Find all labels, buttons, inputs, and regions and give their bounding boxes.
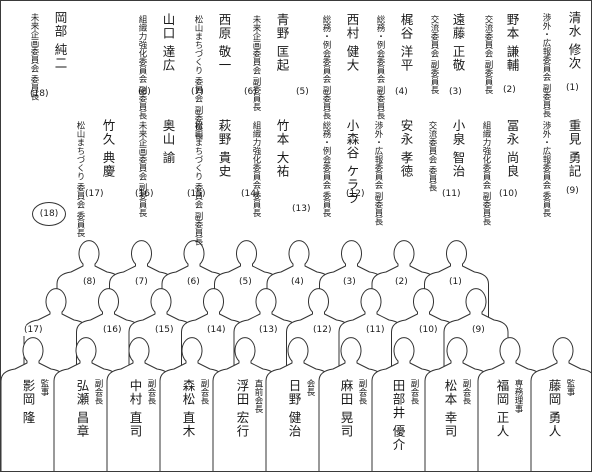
roster-4-name: 梶谷 洋平 bbox=[399, 13, 412, 72]
front-name-7: 浮田 宏行 bbox=[235, 379, 248, 438]
roster-6-name: 青野 匡起 bbox=[275, 13, 288, 72]
roster-2-name: 野本 謙輔 bbox=[505, 13, 518, 72]
roster-1-number: (1) bbox=[566, 83, 579, 93]
circled-position-18: (18) bbox=[32, 202, 66, 226]
roster-2-number: (2) bbox=[503, 85, 516, 95]
middle-row-label-16: (16) bbox=[102, 325, 122, 336]
roster-4-number: (4) bbox=[395, 87, 408, 97]
front-role-10: 副会長 bbox=[93, 379, 103, 405]
roster-4-role: 総務・例会委員会 副委員長 bbox=[375, 15, 385, 125]
roster-14-number: (14) bbox=[241, 189, 259, 199]
roster-18-role: 未来企画委員会 委員長 bbox=[29, 13, 39, 123]
middle-row-label-17: (17) bbox=[23, 325, 43, 336]
front-name-5: 麻田 晃司 bbox=[339, 379, 352, 438]
front-name-10: 弘瀬 昌章 bbox=[75, 379, 88, 438]
front-role-5: 副会長 bbox=[357, 379, 367, 405]
roster-10-number: (10) bbox=[499, 189, 517, 199]
roster-7-name: 西原 敬一 bbox=[217, 13, 230, 72]
front-role-4: 副会長 bbox=[409, 379, 419, 405]
middle-row-label-10: (10) bbox=[418, 325, 438, 336]
front-name-1: 藤岡 勇人 bbox=[547, 379, 560, 438]
roster-6-role: 未来企画委員会 副委員長 bbox=[251, 15, 261, 125]
roster-16-number: (16) bbox=[135, 189, 153, 199]
roster-9-number: (9) bbox=[566, 186, 579, 196]
middle-row-label-14: (14) bbox=[206, 325, 226, 336]
roster-13-name: 小森谷 ケララ bbox=[345, 119, 358, 205]
roster-1-name: 清水 修次 bbox=[567, 11, 580, 70]
roster-17-name: 竹久 典慶 bbox=[101, 119, 114, 178]
front-role-6: 会長 bbox=[305, 379, 315, 396]
front-name-8: 森松 直木 bbox=[181, 379, 194, 438]
front-role-9: 副会長 bbox=[146, 379, 156, 405]
roster-2-role: 交流委員会 副委員長 bbox=[483, 15, 493, 125]
middle-row-label-11: (11) bbox=[365, 325, 385, 336]
roster-8-name: 山口 達広 bbox=[161, 13, 174, 72]
front-name-3: 松本 幸司 bbox=[443, 379, 456, 438]
roster-10-name: 冨永 尚良 bbox=[505, 119, 518, 178]
roster-3-number: (3) bbox=[449, 87, 462, 97]
front-name-4: 田部井 優介 bbox=[391, 379, 404, 451]
roster-10-role: 組織力強化委員会 副委員長 bbox=[481, 121, 491, 231]
front-name-2: 福岡 正人 bbox=[495, 379, 508, 438]
front-role-1: 監事 bbox=[565, 379, 575, 396]
roster-18-number: (18) bbox=[30, 89, 48, 99]
roster-3-role: 交流委員会 副委員長 bbox=[429, 15, 439, 125]
roster-11-role: 交流委員会 委員長 bbox=[427, 121, 437, 231]
roster-3-name: 遠藤 正敬 bbox=[451, 13, 464, 72]
roster-9-name: 重見 勇記 bbox=[567, 119, 580, 178]
back-row-label-6: (6) bbox=[186, 277, 201, 288]
roster-17-number: (17) bbox=[85, 189, 103, 199]
roster-17-role: 松山まちづくり 委員会 委員長 bbox=[75, 121, 85, 231]
middle-row-label-12: (12) bbox=[312, 325, 332, 336]
roster-8-number: (8) bbox=[138, 87, 151, 97]
front-role-11: 監事 bbox=[39, 379, 49, 396]
roster-11-number: (11) bbox=[442, 189, 460, 199]
roster-6-number: (6) bbox=[244, 87, 257, 97]
roster-12-role: 渉外・広報委員会 副委員長 bbox=[373, 121, 383, 231]
front-name-6: 日野 健治 bbox=[287, 379, 300, 438]
roster-14-name: 竹本 大祐 bbox=[275, 119, 288, 178]
front-name-11: 影岡 隆 bbox=[21, 379, 34, 424]
back-row-label-8: (8) bbox=[82, 277, 97, 288]
roster-13-role: 総務・例会委員会 委員長 bbox=[321, 121, 331, 231]
roster-16-name: 奥山 諭 bbox=[161, 119, 174, 164]
front-name-9: 中村 直司 bbox=[128, 379, 141, 438]
roster-11-name: 小泉 智治 bbox=[451, 119, 464, 178]
roster-18-name: 岡部 純二 bbox=[53, 11, 66, 70]
back-row-label-4: (4) bbox=[290, 277, 305, 288]
middle-row-label-13: (13) bbox=[258, 325, 278, 336]
roster-13-number: (13) bbox=[292, 204, 310, 214]
middle-row-label-15: (15) bbox=[154, 325, 174, 336]
roster-15-number: (15) bbox=[187, 189, 205, 199]
roster-15-role: 松山まちづくり 委員会 副委員長 bbox=[193, 121, 203, 231]
roster-5-role: 総務・例会委員会 副委員長 bbox=[321, 15, 331, 125]
back-row-label-2: (2) bbox=[394, 277, 409, 288]
middle-row-label-9: (9) bbox=[471, 325, 486, 336]
back-row-label-5: (5) bbox=[238, 277, 253, 288]
roster-8-role: 組織力強化委員会 副委員長 bbox=[137, 15, 147, 125]
roster-14-role: 組織力強化委員会 委員長 bbox=[251, 121, 261, 231]
back-row-label-1: (1) bbox=[448, 277, 463, 288]
roster-9-role: 渉外・広報委員会 委員長 bbox=[541, 121, 551, 231]
back-row-label-7: (7) bbox=[134, 277, 149, 288]
roster-15-name: 萩野 貴史 bbox=[217, 119, 230, 178]
roster-5-number: (5) bbox=[296, 87, 309, 97]
front-role-8: 副会長 bbox=[199, 379, 209, 405]
roster-16-role: 未来企画委員会 副委員長 bbox=[137, 121, 147, 231]
back-row-label-3: (3) bbox=[342, 277, 357, 288]
front-role-3: 副会長 bbox=[461, 379, 471, 405]
roster-7-number: (7) bbox=[191, 87, 204, 97]
front-role-7: 直前会長 bbox=[253, 379, 263, 413]
front-role-2: 専務理事 bbox=[513, 379, 523, 413]
roster-5-name: 西村 健大 bbox=[345, 13, 358, 72]
roster-12-name: 安永 孝徳 bbox=[399, 119, 412, 178]
roster-1-role: 渉外・広報委員会 副委員長 bbox=[541, 13, 551, 123]
roster-7-role: 松山まちづくり 委員会 副委員長 bbox=[193, 15, 203, 125]
